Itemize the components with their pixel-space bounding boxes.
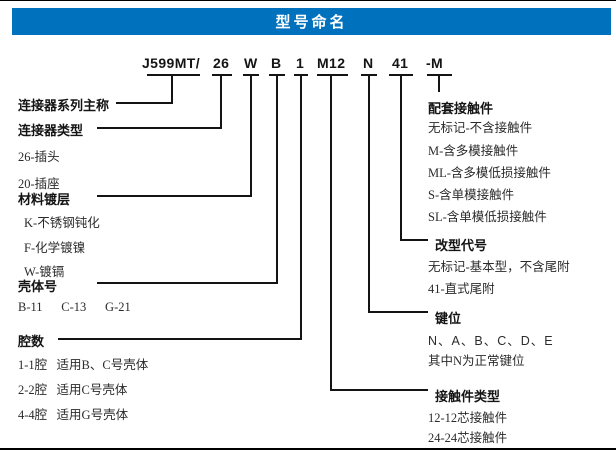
- section-title-contact-type: 接触件类型: [435, 389, 501, 404]
- list-item: F-化学镀镍: [24, 241, 86, 255]
- list-item: 12-12芯接触件: [428, 411, 508, 425]
- list-item: K-不锈钢钝化: [24, 216, 100, 230]
- part-segment-series: J599MT/: [142, 55, 201, 71]
- section-title-key-position: 键位: [435, 311, 462, 326]
- list-item: B-11 C-13 G-21: [18, 300, 131, 314]
- part-segment-shell: B: [271, 55, 282, 71]
- part-segment-cavity: 1: [296, 55, 305, 71]
- list-item: 4-4腔 适用G号壳体: [18, 408, 129, 422]
- page-title: 型号命名: [275, 14, 348, 31]
- part-segment-key: N: [363, 55, 374, 71]
- list-item: N、A、B、C、D、E: [428, 334, 554, 348]
- part-segment-contact: M12: [317, 55, 346, 71]
- list-item: W-镀镉: [24, 265, 65, 279]
- section-title-mating-contacts: 配套接触件: [428, 101, 494, 116]
- part-segment-mod: 41: [392, 55, 409, 71]
- list-item: 1-1腔 适用B、C号壳体: [18, 358, 149, 372]
- list-item: M-含多模接触件: [428, 144, 519, 158]
- header-bar: 型号命名: [12, 8, 611, 35]
- section-title-plating: 材料镀层: [18, 192, 71, 207]
- list-item: ML-含多模低损接触件: [428, 166, 551, 180]
- section-title-mod-code: 改型代号: [435, 238, 488, 253]
- list-item: 41-直式尾附: [428, 282, 495, 296]
- list-item: 2-2腔 适用C号壳体: [18, 383, 128, 397]
- list-item: SL-含单模低损接触件: [428, 210, 547, 224]
- top-border-line: [0, 0, 616, 1]
- list-item: 20-插座: [18, 177, 60, 191]
- section-title-series: 连接器系列主称: [18, 98, 110, 113]
- list-item: S-含单模接触件: [428, 188, 515, 202]
- part-segment-plating: W: [244, 55, 258, 71]
- part-segment-mating: -M: [426, 55, 444, 71]
- section-title-shell-number: 壳体号: [18, 279, 58, 294]
- part-segment-type: 26: [213, 55, 230, 71]
- list-item: 其中N为正常键位: [428, 354, 525, 368]
- list-item: 无标记-基本型，不含尾附: [428, 260, 570, 274]
- list-item: 26-插头: [18, 150, 60, 164]
- list-item: 24-24芯接触件: [428, 431, 508, 445]
- bottom-border-line: [0, 448, 616, 450]
- section-title-connector-type: 连接器类型: [18, 123, 84, 138]
- list-item: 无标记-不含接触件: [428, 121, 533, 135]
- section-title-cavity-count: 腔数: [18, 334, 45, 349]
